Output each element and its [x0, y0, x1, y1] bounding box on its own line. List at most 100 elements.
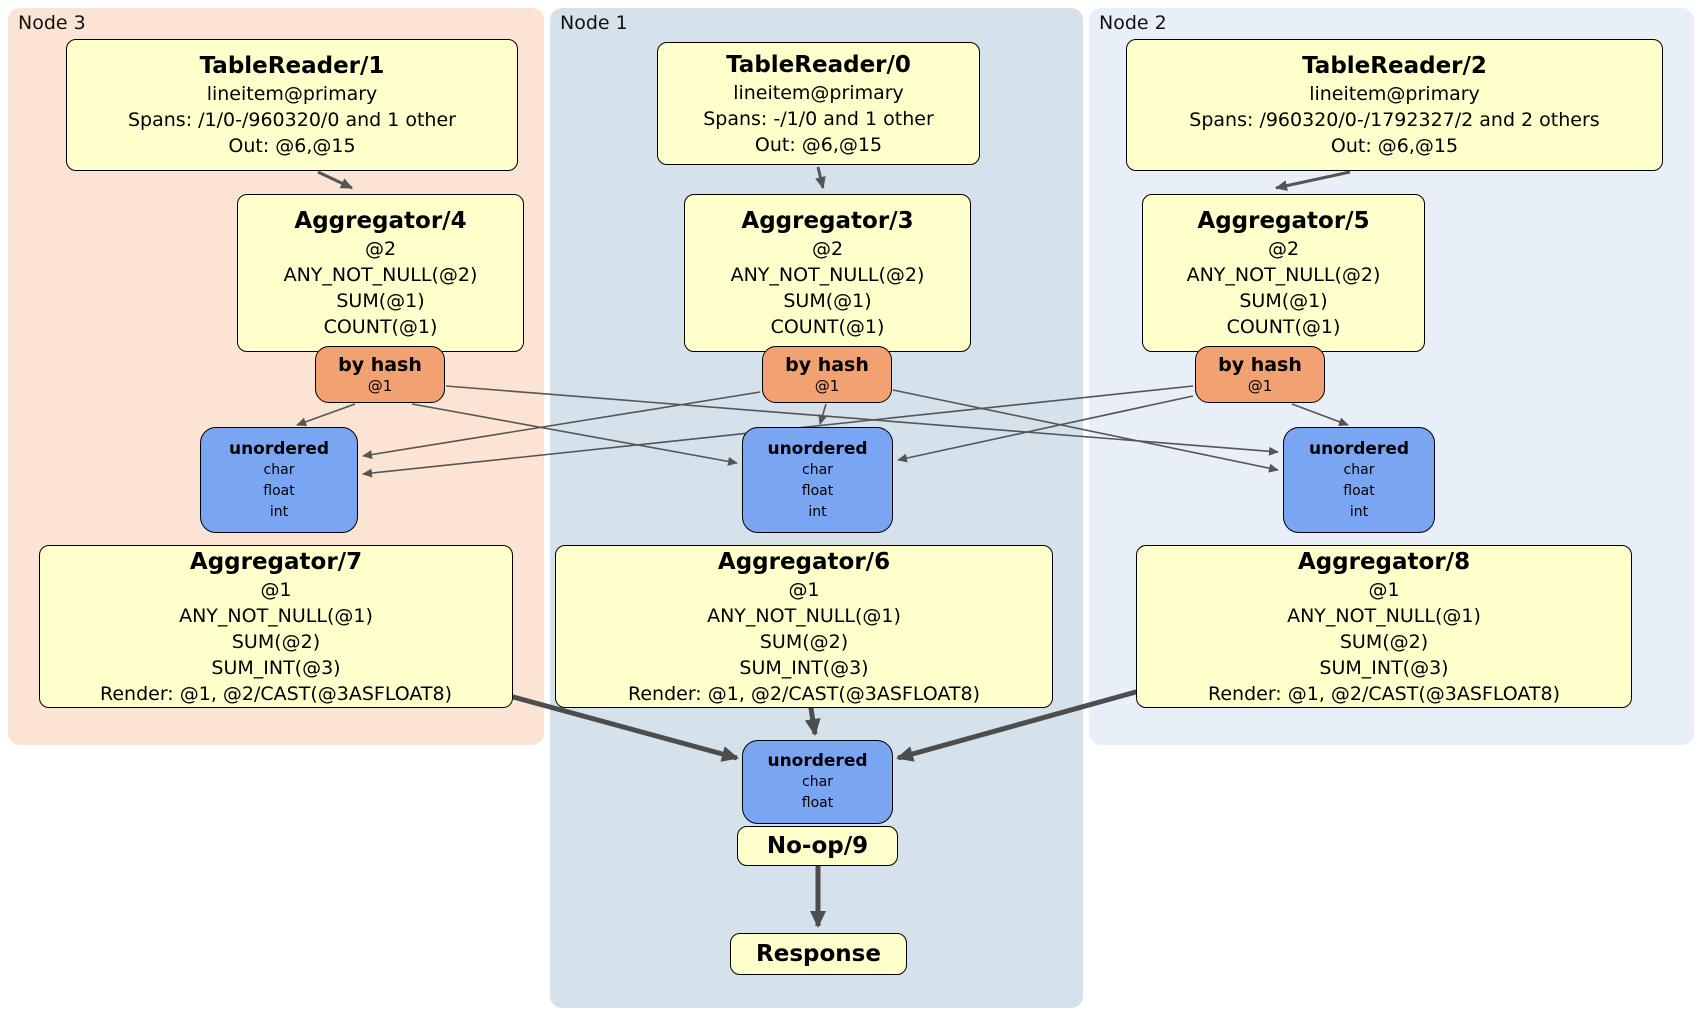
edge-hash2-unordered2 — [1291, 403, 1349, 427]
box-line: SUM_INT(@3) — [211, 656, 341, 679]
edge-hash1-unordered3 — [362, 391, 761, 460]
sync-title: unordered — [228, 438, 330, 459]
box-title: TableReader/2 — [1302, 53, 1487, 79]
box-line: COUNT(@1) — [770, 316, 885, 338]
box-title: TableReader/1 — [199, 53, 385, 79]
aggregator-5-box: Aggregator/5 @2 ANY_NOT_NULL(@2) SUM(@1)… — [1142, 194, 1425, 352]
edge-tr0-agg3 — [815, 166, 826, 189]
box-line: SUM(@2) — [759, 630, 849, 653]
unordered-sync-final: unordered char float — [742, 740, 893, 824]
tablereader-0-box: TableReader/0 lineitem@primary Spans: -/… — [657, 42, 980, 165]
edge-hash3-unordered3 — [296, 403, 356, 427]
box-line: @1 — [788, 578, 820, 601]
edge-hash1-unordered1 — [818, 403, 827, 425]
unordered-sync-node2: unordered char float int — [1283, 427, 1435, 533]
router-key: @1 — [1247, 377, 1273, 395]
router-title: by hash — [785, 354, 869, 376]
box-line: SUM_INT(@3) — [1319, 656, 1449, 679]
box-line: lineitem@primary — [733, 81, 904, 104]
edge-agg8-final — [896, 687, 1144, 762]
router-title: by hash — [1218, 354, 1302, 376]
box-title: Aggregator/4 — [294, 208, 467, 234]
aggregator-3-box: Aggregator/3 @2 ANY_NOT_NULL(@2) SUM(@1)… — [684, 194, 971, 352]
sync-title: unordered — [1308, 438, 1410, 459]
node-3-label: Node 3 — [18, 12, 86, 34]
box-line: @1 — [260, 578, 292, 601]
box-line: Out: @6,@15 — [228, 135, 356, 157]
unordered-sync-node1: unordered char float int — [742, 427, 893, 533]
sync-column: int — [1349, 503, 1369, 520]
box-title: Aggregator/5 — [1197, 208, 1370, 234]
box-line: @2 — [1267, 238, 1300, 260]
box-line: COUNT(@1) — [323, 316, 438, 338]
sync-column: float — [801, 795, 834, 811]
box-title: No-op/9 — [766, 833, 869, 859]
node-2-label: Node 2 — [1099, 12, 1167, 34]
tablereader-2-box: TableReader/2 lineitem@primary Spans: /9… — [1126, 39, 1663, 171]
router-key: @1 — [367, 377, 393, 395]
box-line: @1 — [1368, 578, 1400, 601]
box-line: SUM(@2) — [231, 630, 321, 653]
sync-column: float — [801, 482, 834, 499]
sync-column: float — [1343, 482, 1375, 499]
sync-column: char — [802, 461, 833, 478]
tablereader-1-box: TableReader/1 lineitem@primary Spans: /1… — [66, 39, 518, 171]
box-line: lineitem@primary — [1309, 83, 1480, 105]
noop-box: No-op/9 — [737, 826, 898, 866]
edge-tr1-agg4 — [317, 170, 353, 190]
box-line: @2 — [811, 238, 844, 260]
sync-title: unordered — [767, 438, 868, 459]
edge-tr2-agg5 — [1275, 170, 1351, 192]
box-line: SUM(@1) — [1239, 290, 1328, 312]
router-title: by hash — [338, 354, 422, 376]
response-box: Response — [730, 933, 907, 975]
sync-column: int — [808, 503, 827, 520]
aggregator-6-box: Aggregator/6 @1 ANY_NOT_NULL(@1) SUM(@2)… — [555, 545, 1053, 708]
unordered-sync-node3: unordered char float int — [200, 427, 358, 533]
edge-hash2-unordered1 — [897, 395, 1194, 463]
hash-router-node3: by hash @1 — [315, 346, 445, 403]
box-line: Render: @1, @2/CAST(@3ASFLOAT8) — [100, 682, 452, 705]
box-title: Response — [756, 941, 881, 967]
box-line: ANY_NOT_NULL(@1) — [179, 604, 373, 627]
aggregator-8-box: Aggregator/8 @1 ANY_NOT_NULL(@1) SUM(@2)… — [1136, 545, 1632, 708]
edge-hash1-unordered2 — [892, 389, 1279, 473]
sync-column: char — [263, 461, 295, 478]
box-line: Spans: /960320/0-/1792327/2 and 2 others — [1189, 109, 1600, 131]
box-title: TableReader/0 — [726, 51, 911, 78]
sync-column: char — [802, 774, 833, 790]
aggregator-4-box: Aggregator/4 @2 ANY_NOT_NULL(@2) SUM(@1)… — [237, 194, 524, 352]
box-line: COUNT(@1) — [1226, 316, 1341, 338]
edge-agg7-final — [494, 689, 739, 762]
box-line: ANY_NOT_NULL(@2) — [283, 264, 478, 286]
box-line: SUM(@2) — [1339, 630, 1429, 653]
sync-column: float — [263, 482, 295, 499]
box-line: lineitem@primary — [206, 83, 378, 105]
box-line: Render: @1, @2/CAST(@3ASFLOAT8) — [1208, 682, 1560, 705]
box-line: Spans: /1/0-/960320/0 and 1 other — [128, 109, 456, 131]
edge-hash3-unordered1 — [411, 403, 738, 466]
box-line: SUM(@1) — [783, 290, 872, 312]
aggregator-7-box: Aggregator/7 @1 ANY_NOT_NULL(@1) SUM(@2)… — [39, 545, 513, 708]
sync-title: unordered — [767, 751, 868, 771]
box-line: SUM(@1) — [336, 290, 425, 312]
router-key: @1 — [814, 377, 840, 395]
hash-router-node2: by hash @1 — [1195, 346, 1325, 403]
box-line: SUM_INT(@3) — [739, 656, 869, 679]
box-line: ANY_NOT_NULL(@1) — [1287, 604, 1481, 627]
box-line: Spans: -/1/0 and 1 other — [703, 107, 934, 130]
node-1-label: Node 1 — [560, 12, 628, 34]
box-title: Aggregator/7 — [189, 548, 363, 575]
box-line: @2 — [364, 238, 397, 260]
box-title: Aggregator/6 — [717, 548, 891, 575]
box-line: ANY_NOT_NULL(@2) — [730, 264, 925, 286]
hash-router-node1: by hash @1 — [762, 346, 892, 403]
sync-column: char — [1343, 461, 1375, 478]
box-line: ANY_NOT_NULL(@2) — [1186, 264, 1381, 286]
box-line: Render: @1, @2/CAST(@3ASFLOAT8) — [628, 682, 980, 705]
box-line: Out: @6,@15 — [1330, 135, 1459, 157]
box-title: Aggregator/3 — [741, 208, 914, 234]
sync-column: int — [269, 503, 289, 520]
